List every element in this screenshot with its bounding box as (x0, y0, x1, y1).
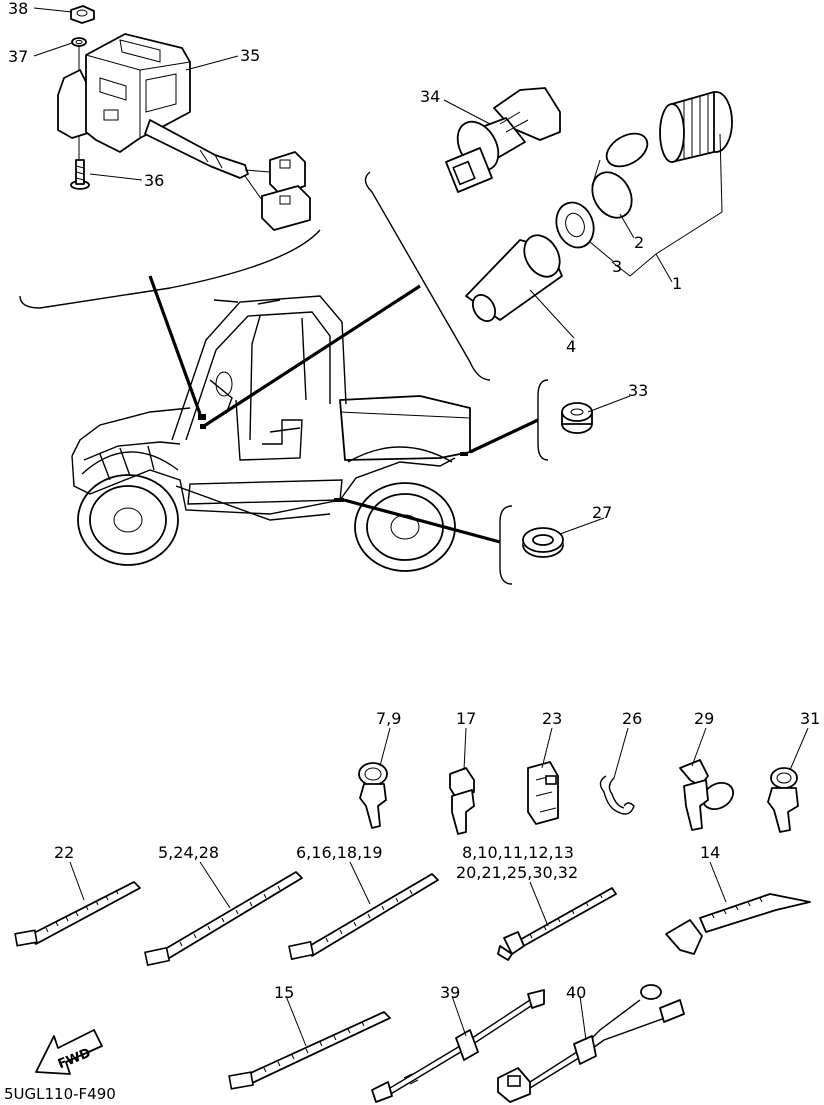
nut-38 (70, 5, 95, 24)
callout-14: 14 (700, 843, 720, 862)
clip-29 (679, 759, 734, 831)
clip-17 (449, 767, 475, 835)
clip-31 (767, 767, 799, 833)
clip-26 (599, 775, 635, 815)
callout-7-9: 7,9 (376, 709, 401, 728)
callout-20-21-25-30-32: 20,21,25,30,32 (456, 863, 578, 882)
callout-17: 17 (456, 709, 476, 728)
callout-40: 40 (566, 983, 586, 1002)
front-wheel (77, 474, 179, 566)
utility-vehicle (71, 295, 471, 572)
cable-tie-6-16-18-19 (288, 873, 439, 961)
cable-tie-8-32 (497, 887, 617, 961)
callout-35: 35 (240, 46, 260, 65)
grommet-33 (561, 402, 593, 434)
cable-40 (497, 984, 685, 1103)
connector-upper (269, 151, 306, 195)
callout-38: 38 (8, 0, 28, 18)
boot-4 (465, 234, 563, 323)
callout-34: 34 (420, 87, 440, 106)
cable-tie-14 (665, 893, 811, 955)
callout-5-24-28: 5,24,28 (158, 843, 219, 862)
callout-31: 31 (800, 709, 820, 728)
callout-23: 23 (542, 709, 562, 728)
callout-29: 29 (694, 709, 714, 728)
forward-arrow-icon: FWD (35, 1029, 103, 1075)
cable-tie-15 (228, 1011, 391, 1090)
callout-37: 37 (8, 47, 28, 66)
callout-39: 39 (440, 983, 460, 1002)
callout-27: 27 (592, 503, 612, 522)
jack-assembly-1 (465, 91, 733, 323)
callout-1: 1 (672, 274, 682, 293)
callout-22: 22 (54, 843, 74, 862)
callout-26: 26 (622, 709, 642, 728)
bolt-36 (70, 159, 90, 190)
cap-2 (591, 132, 649, 219)
cable-tie-22 (14, 881, 141, 947)
callout-4: 4 (566, 337, 576, 356)
clip-23 (527, 761, 559, 825)
connector-lower (261, 185, 311, 231)
clip-7-9 (358, 762, 388, 829)
callout-36: 36 (144, 171, 164, 190)
washer-37 (71, 37, 87, 47)
callout-labels: 38 37 35 36 34 2 3 1 4 33 27 7,9 17 23 2… (4, 0, 820, 1103)
diagram-code: 5UGL110-F490 (4, 1085, 116, 1103)
relay-assembly-35 (57, 5, 311, 231)
grommet-27 (522, 527, 564, 558)
callout-2: 2 (634, 233, 644, 252)
sensor-34 (445, 87, 561, 193)
callout-8-10-11-12-13: 8,10,11,12,13 (462, 843, 574, 862)
callout-3: 3 (612, 257, 622, 276)
cable-39 (371, 989, 545, 1103)
callout-6-16-18-19: 6,16,18,19 (296, 843, 383, 862)
detail-brackets (19, 171, 549, 585)
cable-tie-5-24-28 (144, 871, 303, 967)
callout-15: 15 (274, 983, 294, 1002)
callout-33: 33 (628, 381, 648, 400)
leader-lines (33, 7, 809, 1047)
ring-nut-3 (555, 201, 595, 249)
